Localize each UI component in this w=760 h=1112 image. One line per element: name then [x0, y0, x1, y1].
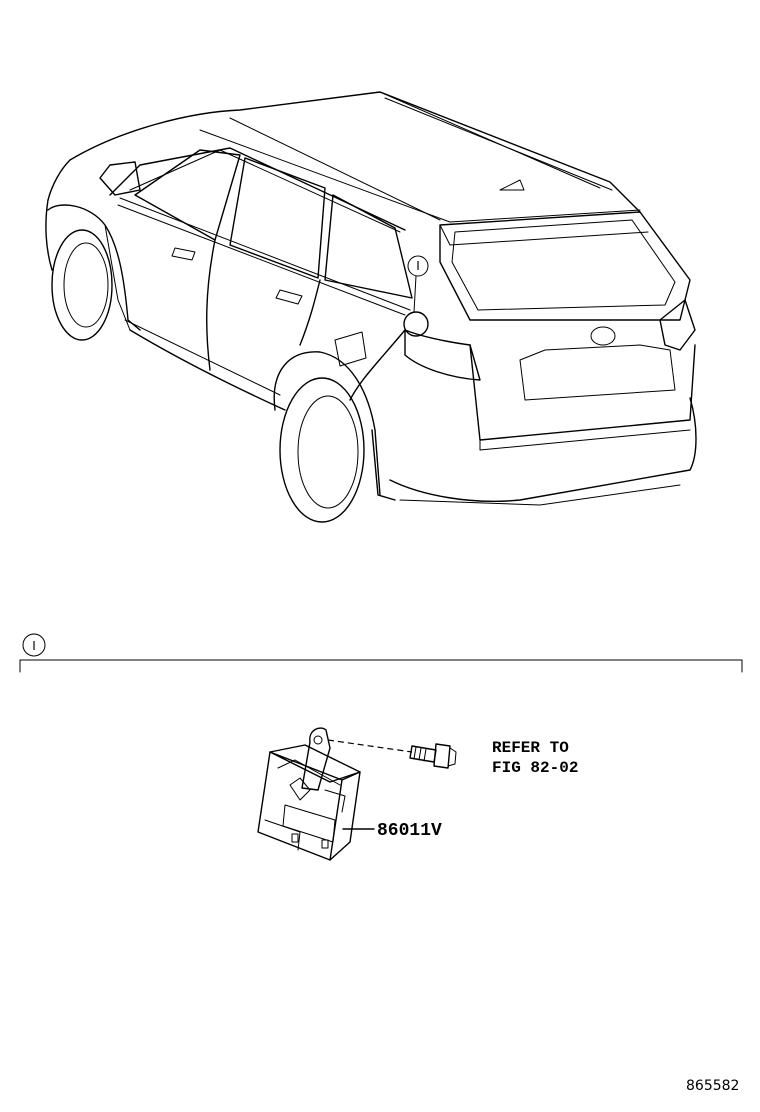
section-header: I	[19, 633, 743, 673]
section-bracket	[19, 659, 743, 673]
callout-circle	[407, 255, 429, 277]
section-marker-label: I	[32, 639, 36, 653]
reference-label-line1: REFER TO	[492, 739, 569, 757]
module-part-illustration	[257, 727, 413, 861]
part-location-marker	[403, 311, 429, 337]
part-number-label[interactable]: 86011V	[377, 821, 442, 841]
section-marker-circle	[22, 633, 46, 657]
reference-label-line2: FIG 82-02	[492, 759, 578, 777]
vehicle-illustration: I	[45, 91, 697, 523]
illustration-number: 865582	[686, 1078, 739, 1094]
callout-label: I	[416, 259, 420, 273]
bolt-illustration	[409, 743, 457, 769]
